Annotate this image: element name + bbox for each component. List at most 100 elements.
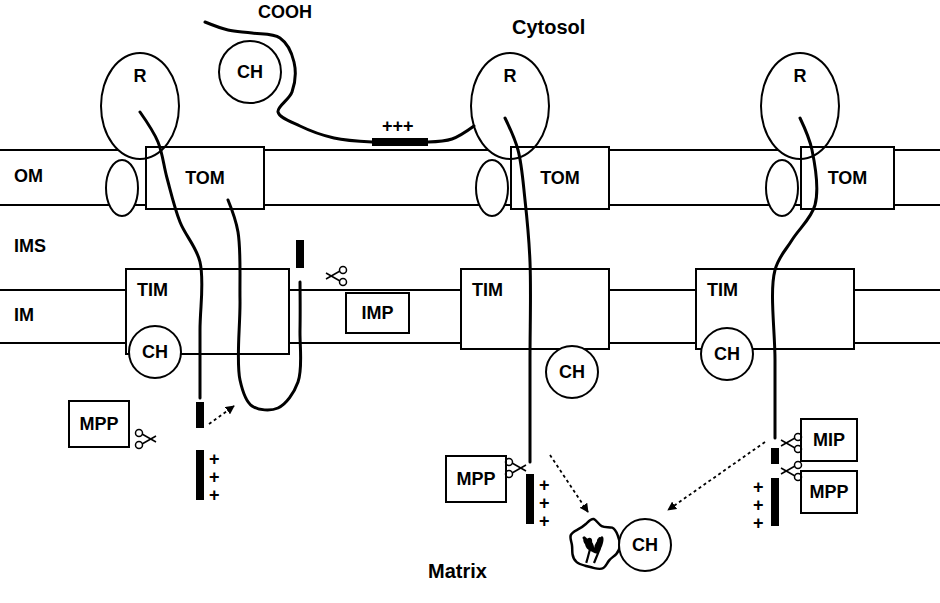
folded-protein-coil bbox=[584, 537, 603, 563]
scissors-symbol bbox=[136, 430, 157, 449]
label-box: +++ bbox=[208, 450, 221, 505]
translocase-box: TOM bbox=[145, 146, 265, 210]
text-label: +++ bbox=[538, 476, 551, 530]
chaperone-circle: CH bbox=[700, 327, 754, 381]
label-box: Matrix bbox=[428, 560, 487, 583]
translocase-box: TOM bbox=[800, 146, 895, 210]
text-label: COOH bbox=[258, 2, 312, 23]
text-label: +++ bbox=[208, 450, 221, 504]
node-ground bbox=[801, 419, 857, 461]
node-ground bbox=[346, 293, 409, 333]
node-ground bbox=[801, 471, 857, 513]
scissors-blade bbox=[512, 465, 526, 473]
protease-box: MPP bbox=[800, 470, 858, 514]
scissors-blade bbox=[781, 440, 795, 448]
node-ground bbox=[471, 53, 549, 159]
node-label: TIM bbox=[472, 280, 503, 301]
node-label: R bbox=[504, 66, 517, 87]
membrane-line bbox=[0, 204, 940, 206]
text-label: IMS bbox=[14, 236, 46, 257]
node-ground bbox=[761, 53, 839, 159]
node-label: IMP bbox=[361, 303, 393, 324]
node-label: TOM bbox=[540, 168, 580, 189]
node-label: CH bbox=[559, 362, 585, 383]
receptor-ellipse: R bbox=[470, 52, 550, 160]
node-ground bbox=[129, 326, 181, 378]
text-label: Matrix bbox=[428, 560, 487, 583]
node-label: R bbox=[794, 66, 807, 87]
polypeptide-chains bbox=[136, 22, 817, 526]
node-label: TOM bbox=[185, 168, 225, 189]
node-ground bbox=[619, 519, 671, 571]
presequence-bar bbox=[196, 402, 204, 428]
label-box: +++ bbox=[538, 476, 551, 531]
node-ground bbox=[69, 401, 129, 447]
scissors-blade bbox=[781, 468, 795, 476]
text-label: IM bbox=[14, 305, 34, 326]
protease-box: MPP bbox=[68, 400, 130, 448]
node-label: MIP bbox=[813, 430, 845, 451]
dotted-arrow bbox=[668, 442, 765, 510]
node-ground bbox=[101, 53, 179, 159]
translocase-box: TIM bbox=[460, 268, 610, 350]
presequence-bar bbox=[372, 138, 428, 146]
scissors-handle bbox=[136, 430, 143, 437]
receptor-subunit bbox=[476, 160, 508, 216]
presequence-bar bbox=[771, 448, 779, 464]
translocase-box: TOM bbox=[510, 146, 610, 210]
node-label: MPP bbox=[79, 414, 118, 435]
node-ground bbox=[219, 41, 281, 103]
text-label: +++ bbox=[382, 116, 414, 137]
scissors-symbol bbox=[326, 267, 347, 286]
node-label: CH bbox=[237, 62, 263, 83]
chaperone-circle: CH bbox=[545, 345, 599, 399]
label-box: +++ bbox=[382, 116, 414, 137]
scissors-symbol bbox=[781, 434, 802, 453]
presequence-bar bbox=[771, 478, 779, 526]
protease-box: IMP bbox=[345, 292, 410, 334]
node-ground bbox=[546, 346, 598, 398]
scissors-blade bbox=[326, 273, 340, 281]
label-box: OM bbox=[14, 166, 43, 187]
node-ground bbox=[461, 269, 609, 349]
chaperone-circle: CH bbox=[128, 325, 182, 379]
polypeptide-chain bbox=[772, 118, 816, 438]
chaperone-circle: CH bbox=[618, 518, 672, 572]
protease-box: MPP bbox=[445, 455, 507, 503]
receptor-subunit bbox=[106, 160, 138, 216]
node-ground bbox=[701, 328, 753, 380]
scissors-handle bbox=[340, 279, 347, 286]
node-ground bbox=[446, 456, 506, 502]
label-box: COOH bbox=[258, 2, 312, 23]
folded-protein-outline bbox=[570, 519, 619, 569]
presequence-bar bbox=[196, 450, 204, 500]
scissors-handle bbox=[136, 442, 143, 449]
scissors-handle bbox=[795, 462, 802, 469]
text-label: Cytosol bbox=[512, 16, 585, 39]
dotted-arrow bbox=[550, 455, 588, 512]
node-label: TIM bbox=[707, 280, 738, 301]
text-label: +++ bbox=[752, 478, 765, 532]
node-label: CH bbox=[632, 535, 658, 556]
node-label: R bbox=[134, 66, 147, 87]
polypeptide-chain bbox=[505, 118, 531, 462]
node-label: TIM bbox=[137, 280, 168, 301]
scissors-symbol bbox=[506, 459, 527, 478]
receptor-ellipse: R bbox=[100, 52, 180, 160]
presequence-bar bbox=[526, 474, 534, 524]
polypeptide-chain bbox=[205, 22, 372, 142]
node-grounds bbox=[69, 41, 894, 571]
node-label: CH bbox=[714, 344, 740, 365]
dotted-arrow bbox=[209, 406, 234, 424]
label-box: IMS bbox=[14, 236, 46, 257]
scissors-handle bbox=[340, 267, 347, 274]
polypeptide-chain bbox=[428, 126, 474, 142]
node-label: MPP bbox=[809, 482, 848, 503]
text-label: OM bbox=[14, 166, 43, 187]
node-label: MPP bbox=[456, 469, 495, 490]
receptor-ellipse: R bbox=[760, 52, 840, 160]
scissors-blade bbox=[142, 436, 156, 444]
label-box: +++ bbox=[752, 478, 765, 533]
